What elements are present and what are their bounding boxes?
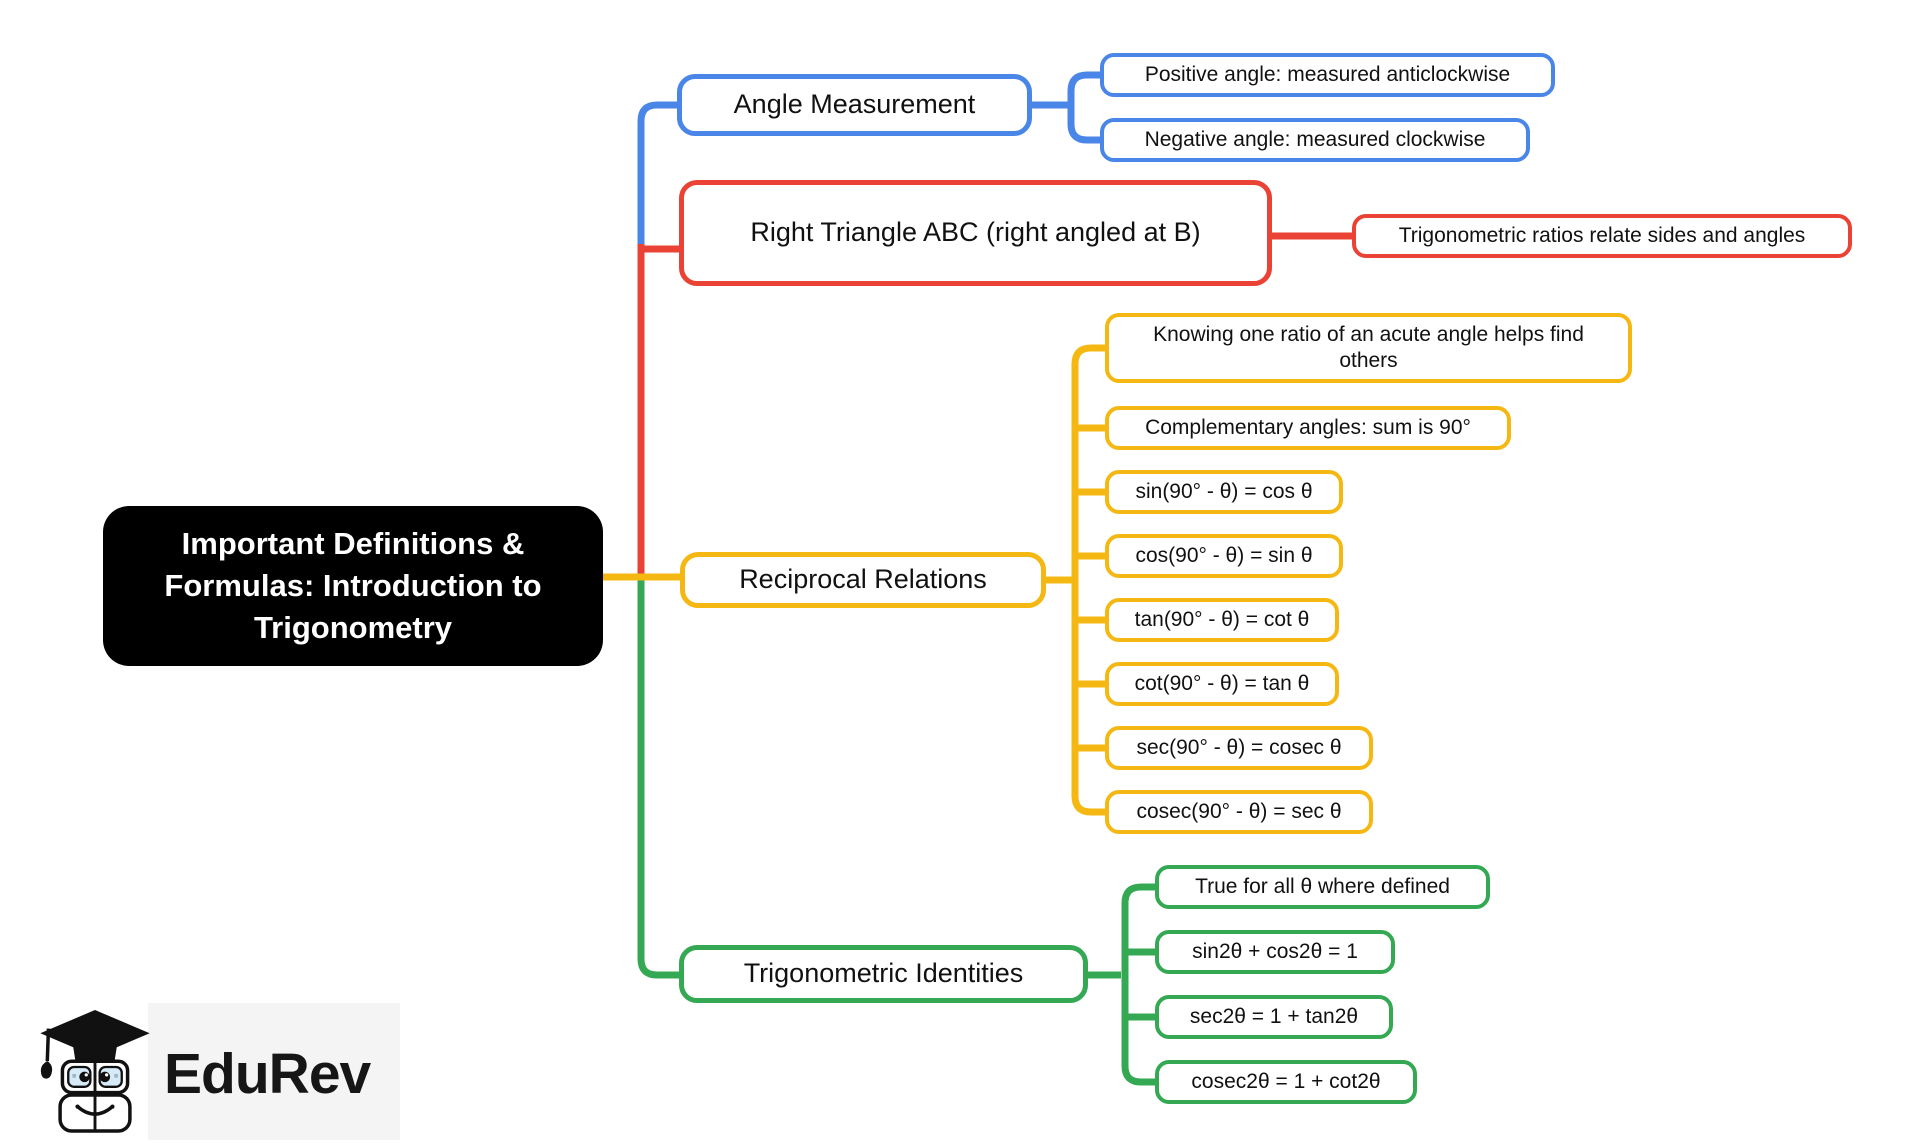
child-node-sec-complement: sec(90° - θ) = cosec θ bbox=[1105, 726, 1373, 770]
child-node-cot-complement: cot(90° - θ) = tan θ bbox=[1105, 662, 1339, 706]
connector-identities-children-spine bbox=[1121, 883, 1155, 1086]
connector-angle-children-spine bbox=[1067, 71, 1100, 144]
child-node-sin-complement: sin(90° - θ) = cos θ bbox=[1105, 470, 1343, 514]
child-node-negative-angle: Negative angle: measured clockwise bbox=[1100, 118, 1530, 162]
child-node-complementary-angles: Complementary angles: sum is 90° bbox=[1105, 406, 1511, 450]
branch-node-angle-measurement: Angle Measurement bbox=[677, 74, 1032, 136]
child-node-cosec-complement: cosec(90° - θ) = sec θ bbox=[1105, 790, 1373, 834]
edurev-brand-text: EduRev bbox=[164, 1042, 371, 1106]
child-node-trig-ratios: Trigonometric ratios relate sides and an… bbox=[1352, 214, 1852, 258]
child-node-tan-complement: tan(90° - θ) = cot θ bbox=[1105, 598, 1339, 642]
branch-node-right-triangle: Right Triangle ABC (right angled at B) bbox=[679, 180, 1272, 286]
branch-node-reciprocal-relations: Reciprocal Relations bbox=[680, 552, 1046, 608]
edurev-mascot-icon bbox=[40, 1010, 150, 1133]
child-node-knowing-ratio: Knowing one ratio of an acute angle help… bbox=[1105, 313, 1632, 383]
child-node-positive-angle: Positive angle: measured anticlockwise bbox=[1100, 53, 1555, 97]
edurev-logo: EduRev bbox=[36, 1008, 426, 1140]
branch-node-trig-identities: Trigonometric Identities bbox=[679, 945, 1088, 1003]
child-node-cos-complement: cos(90° - θ) = sin θ bbox=[1105, 534, 1343, 578]
logo-background-panel bbox=[148, 1003, 400, 1140]
connector-reciprocal-children-spine bbox=[1071, 344, 1105, 816]
central-topic-node: Important Definitions & Formulas: Introd… bbox=[103, 506, 603, 666]
child-node-sin-cos-identity: sin2θ + cos2θ = 1 bbox=[1155, 930, 1395, 974]
child-node-sec-tan-identity: sec2θ = 1 + tan2θ bbox=[1155, 995, 1393, 1039]
connector-identities-trunk bbox=[637, 577, 679, 979]
child-node-cosec-cot-identity: cosec2θ = 1 + cot2θ bbox=[1155, 1060, 1417, 1104]
child-node-identity-domain: True for all θ where defined bbox=[1155, 865, 1490, 909]
connector-angle-trunk bbox=[637, 101, 677, 247]
